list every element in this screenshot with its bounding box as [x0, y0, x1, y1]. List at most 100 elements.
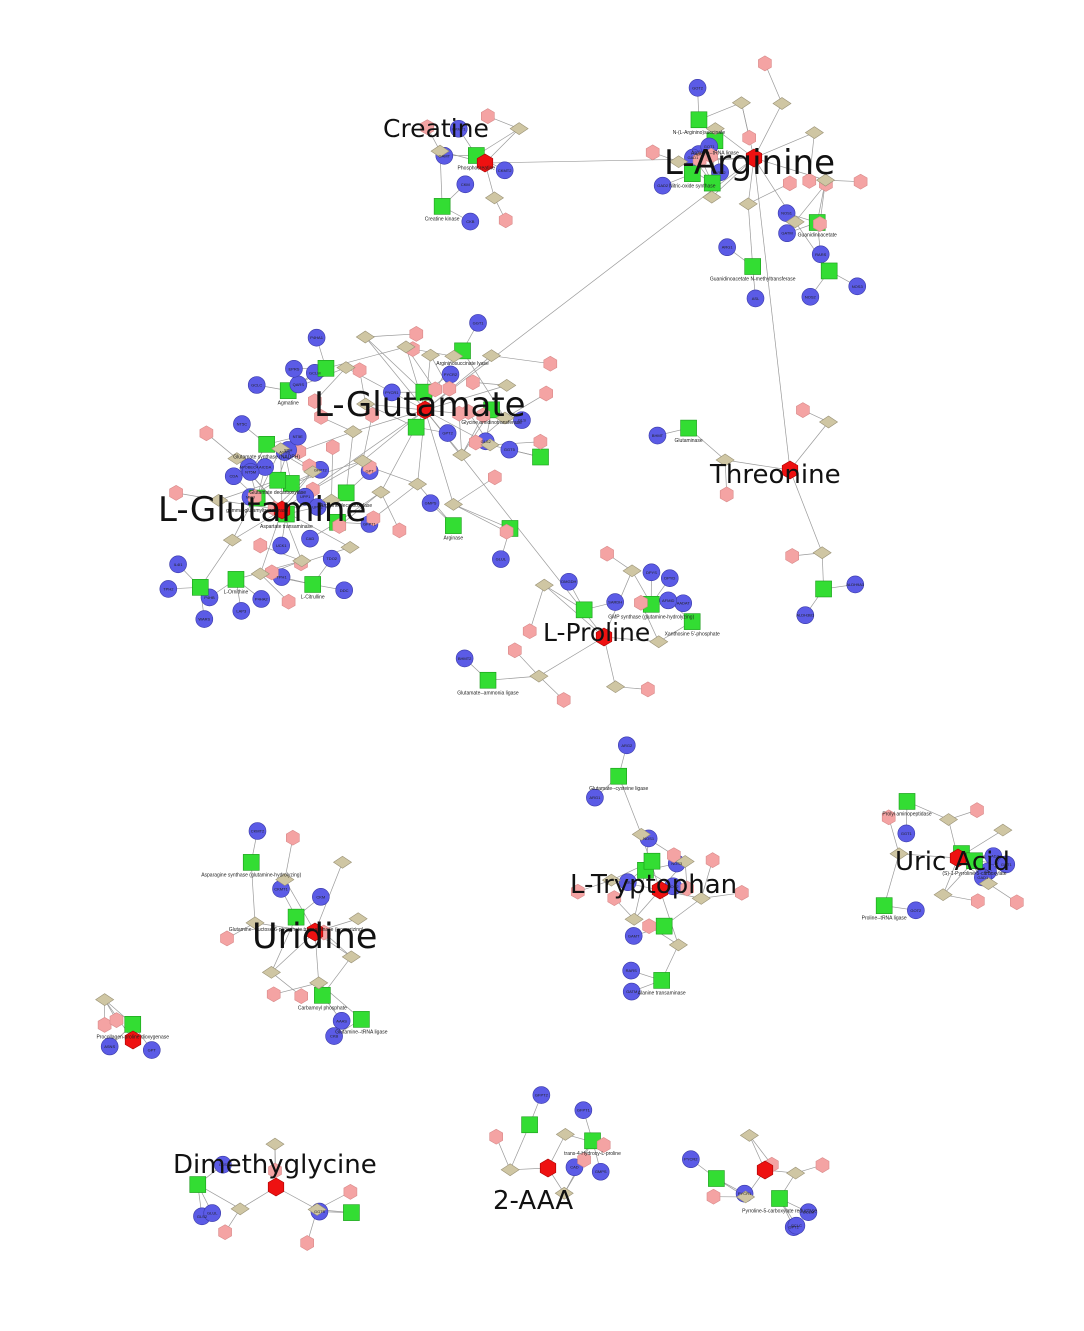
reaction-node	[484, 191, 505, 205]
gene-node	[241, 463, 260, 481]
network-edge	[808, 132, 815, 181]
reaction-node	[889, 847, 909, 861]
enzyme-node	[191, 579, 209, 596]
network-edge	[504, 393, 547, 419]
compound-node	[307, 393, 322, 410]
compound-node	[476, 407, 491, 424]
reaction-node	[348, 912, 368, 926]
node-label: (S)-1-Pyrroline-5-carboxylate	[942, 871, 1006, 877]
gene-label: CAD	[570, 1165, 579, 1170]
gene-node	[159, 580, 178, 598]
reaction-node	[303, 465, 323, 479]
reaction-node	[509, 122, 529, 136]
compound-node	[314, 409, 328, 425]
focus-metabolite-node	[949, 848, 967, 868]
compound-node	[543, 355, 558, 372]
compound-node	[366, 510, 381, 527]
gene-node	[252, 590, 271, 608]
gene-node	[688, 78, 707, 97]
enzyme-node	[353, 1011, 370, 1028]
compound-node	[332, 518, 347, 534]
gene-node	[848, 277, 867, 296]
compound-node	[719, 486, 734, 503]
reaction-node	[275, 873, 295, 886]
gene-node	[232, 602, 251, 620]
node-label: Creatine kinase	[425, 216, 460, 222]
enzyme-node	[653, 972, 670, 989]
network-edge	[365, 336, 426, 411]
compound-node	[499, 523, 514, 540]
gene-node	[660, 569, 679, 588]
gene-node	[461, 212, 480, 231]
gene-node	[513, 411, 531, 429]
gene-node	[622, 982, 641, 1001]
compound-node	[692, 152, 707, 168]
gene-label: ASL	[624, 880, 632, 885]
network-edge	[753, 157, 791, 471]
gene-label: ASL	[752, 296, 760, 301]
network-edge	[365, 403, 417, 428]
reaction-node	[736, 1190, 756, 1204]
enzyme-node	[227, 571, 245, 588]
enzyme-node	[708, 1170, 725, 1187]
gene-label: DPYS	[646, 570, 657, 575]
enzyme-node	[445, 517, 462, 534]
label-dimethylglycine: Dimethyglycine	[173, 1150, 377, 1180]
gene-label: DPYD	[664, 576, 675, 581]
compound-node	[1009, 894, 1024, 911]
reaction-node	[739, 1129, 759, 1142]
gene-label: NOS2	[805, 294, 817, 299]
gene-label: TPH1	[276, 575, 287, 580]
gene-node	[718, 238, 736, 257]
node-label: Pyrroline-5-carboxylate reductase	[742, 1208, 817, 1214]
compound-node	[742, 129, 757, 146]
network-edge	[491, 355, 551, 365]
node-label: Asparagine synthase (glutamine-hydrolyzi…	[201, 872, 301, 878]
node-label: Alanine transaminase	[638, 990, 686, 996]
node-label: GMP synthase (glutamine-hydrolyzing)	[608, 614, 694, 620]
gene-label: MPO	[246, 495, 255, 500]
gene-label: EPRS	[288, 366, 299, 371]
gene-label: GLS2	[197, 1214, 208, 1219]
network-edge	[618, 776, 642, 835]
gene-label: GFPT2	[535, 1093, 549, 1098]
enzyme-node	[680, 419, 697, 437]
reaction-node	[332, 855, 353, 869]
compound-node	[468, 434, 483, 451]
compound-node	[970, 893, 985, 910]
gene-node	[455, 649, 474, 668]
gene-label: GOT1	[1001, 862, 1013, 867]
reaction-node	[500, 1163, 520, 1177]
gene-node	[811, 245, 830, 264]
reaction-node	[481, 349, 501, 363]
label-uric-acid: Uric Acid	[895, 847, 1010, 877]
focus-metabolite-node	[745, 148, 763, 168]
reaction-node	[396, 340, 416, 354]
gene-label: GCLC	[791, 1223, 802, 1228]
gene-label: GCLM	[803, 1210, 815, 1215]
enzyme-node	[407, 418, 425, 436]
label-glutamate: L-Glutamate	[314, 385, 526, 425]
compound-node	[600, 545, 614, 562]
network-edge	[789, 469, 823, 553]
compound-node	[641, 681, 655, 698]
enzyme-node	[258, 435, 275, 453]
reaction-node	[227, 452, 247, 465]
enzyme-node	[820, 262, 838, 280]
enzyme-node	[898, 793, 916, 810]
compound-node	[392, 522, 407, 539]
focus-metabolite-node	[267, 1177, 285, 1197]
network-edge	[373, 483, 418, 519]
label-glutamine: L-Glutamine	[158, 490, 366, 530]
gene-label: PYCR2	[444, 372, 458, 377]
enzyme-node	[744, 258, 761, 275]
node-label: Nitric-oxide synthase	[669, 184, 716, 190]
compound-node	[607, 890, 622, 906]
focus-metabolite-node	[651, 880, 669, 900]
gene-label: GLS	[518, 418, 526, 423]
gene-node	[224, 467, 243, 486]
reaction-node	[222, 533, 242, 547]
gene-label: TDO2	[326, 556, 337, 561]
